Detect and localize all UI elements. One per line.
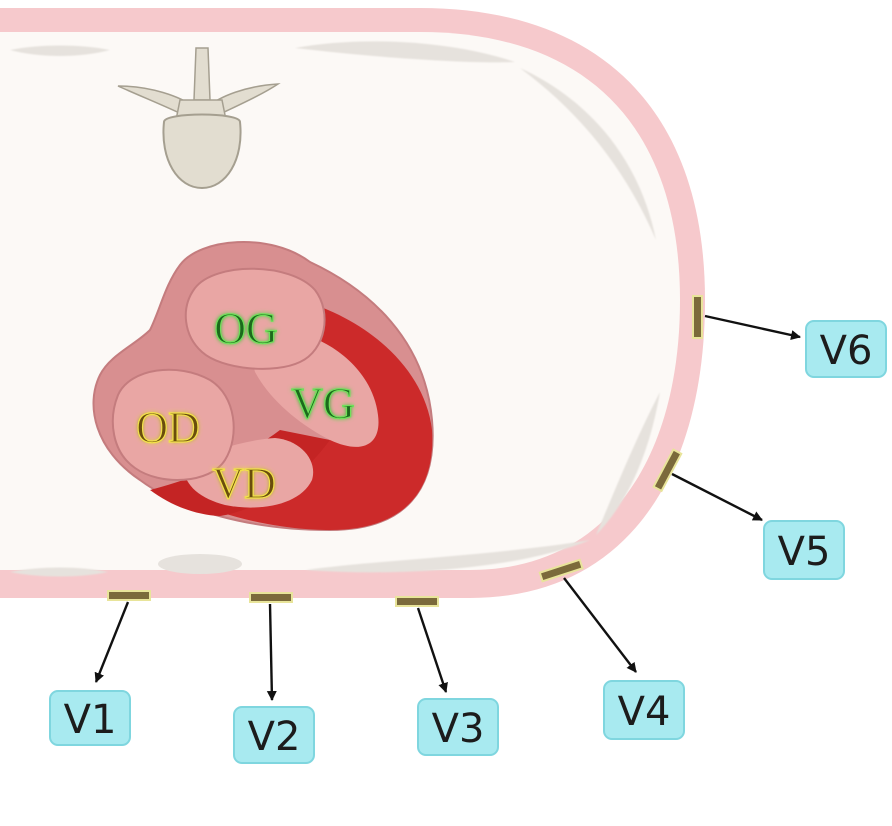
electrode-v4: [538, 558, 584, 583]
lead-label-v1: V1: [64, 697, 117, 743]
right-atrium-label: OD: [136, 403, 200, 452]
rib: [10, 45, 110, 56]
arrow-v3: [416, 607, 448, 693]
lead-box-v6: V6: [805, 320, 887, 378]
electrode-v5: [652, 448, 683, 493]
vertebra: [117, 47, 281, 190]
rib: [305, 540, 590, 573]
lead-box-v4: V4: [603, 680, 685, 740]
rib: [596, 392, 660, 535]
arrow-v6: [704, 314, 801, 340]
lead-arrows: [94, 314, 801, 701]
rib: [10, 567, 108, 577]
electrode-v2: [249, 592, 293, 603]
heart: OG VG OD VD: [92, 240, 434, 532]
right-ventricle-label: VD: [212, 459, 276, 508]
electrode-v3: [395, 596, 439, 607]
electrode-v1: [107, 590, 151, 601]
left-ventricle-label: VG: [291, 379, 355, 428]
left-atrium-label: OG: [214, 304, 278, 353]
arrow-v5: [671, 472, 763, 522]
electrodes: [107, 295, 703, 607]
lead-label-v6: V6: [820, 328, 873, 374]
left-atrium: [184, 267, 326, 370]
lead-label-v3: V3: [432, 706, 485, 752]
lead-label-v4: V4: [618, 689, 671, 735]
arrow-v2: [266, 603, 277, 701]
lead-box-v2: V2: [233, 706, 315, 764]
lead-label-v5: V5: [778, 529, 831, 575]
sternum: [158, 554, 242, 574]
lead-box-v3: V3: [417, 698, 499, 756]
right-atrium: [111, 368, 235, 481]
rib: [295, 41, 515, 63]
lead-box-v1: V1: [49, 690, 131, 746]
arrow-v1: [94, 601, 130, 683]
left-ventricle-wall: [220, 300, 433, 530]
arrow-v4: [563, 577, 637, 673]
electrode-v6: [692, 295, 703, 339]
lead-box-v5: V5: [763, 520, 845, 580]
lead-label-v2: V2: [248, 714, 301, 760]
